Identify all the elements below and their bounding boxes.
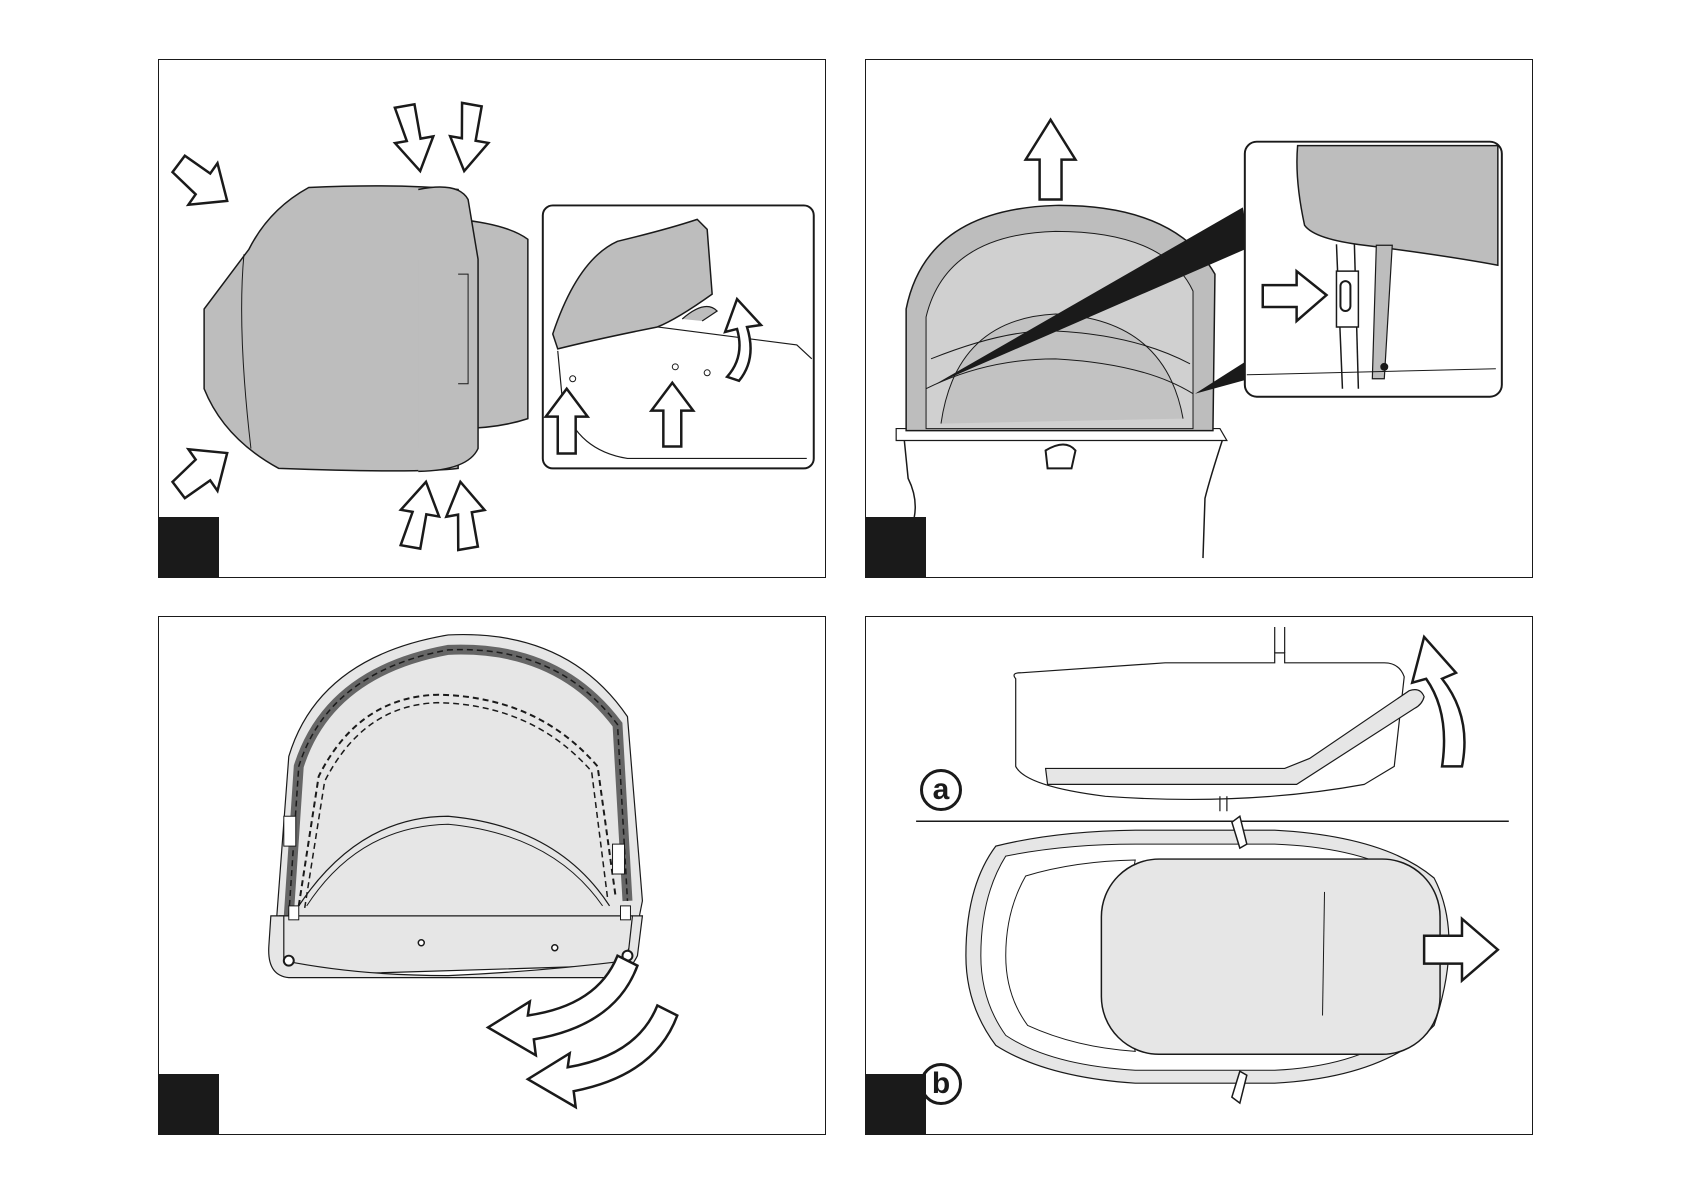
callout-label-a: a [920,769,962,811]
step-number-box [866,517,926,577]
instruction-panel-step-4: a b [865,616,1533,1135]
curved-arrow-icon [488,956,677,1107]
canopy-removal-illustration [866,60,1532,577]
step-number-box [866,1074,926,1134]
instruction-panel-step-2 [865,59,1533,578]
step-number-box [159,1074,219,1134]
canopy-frame-removal-illustration [159,617,825,1134]
arrow-up-icon [1026,120,1076,200]
callout-label-b: b [920,1063,962,1105]
arrow-down-icon [389,102,494,175]
step-number-box [159,517,219,577]
carrycot-cover-illustration [866,617,1532,1134]
arrow-up-icon [395,478,491,551]
canopy-top-view-illustration [159,60,825,577]
instruction-panel-step-1 [158,59,826,578]
instruction-panel-step-3 [158,616,826,1135]
